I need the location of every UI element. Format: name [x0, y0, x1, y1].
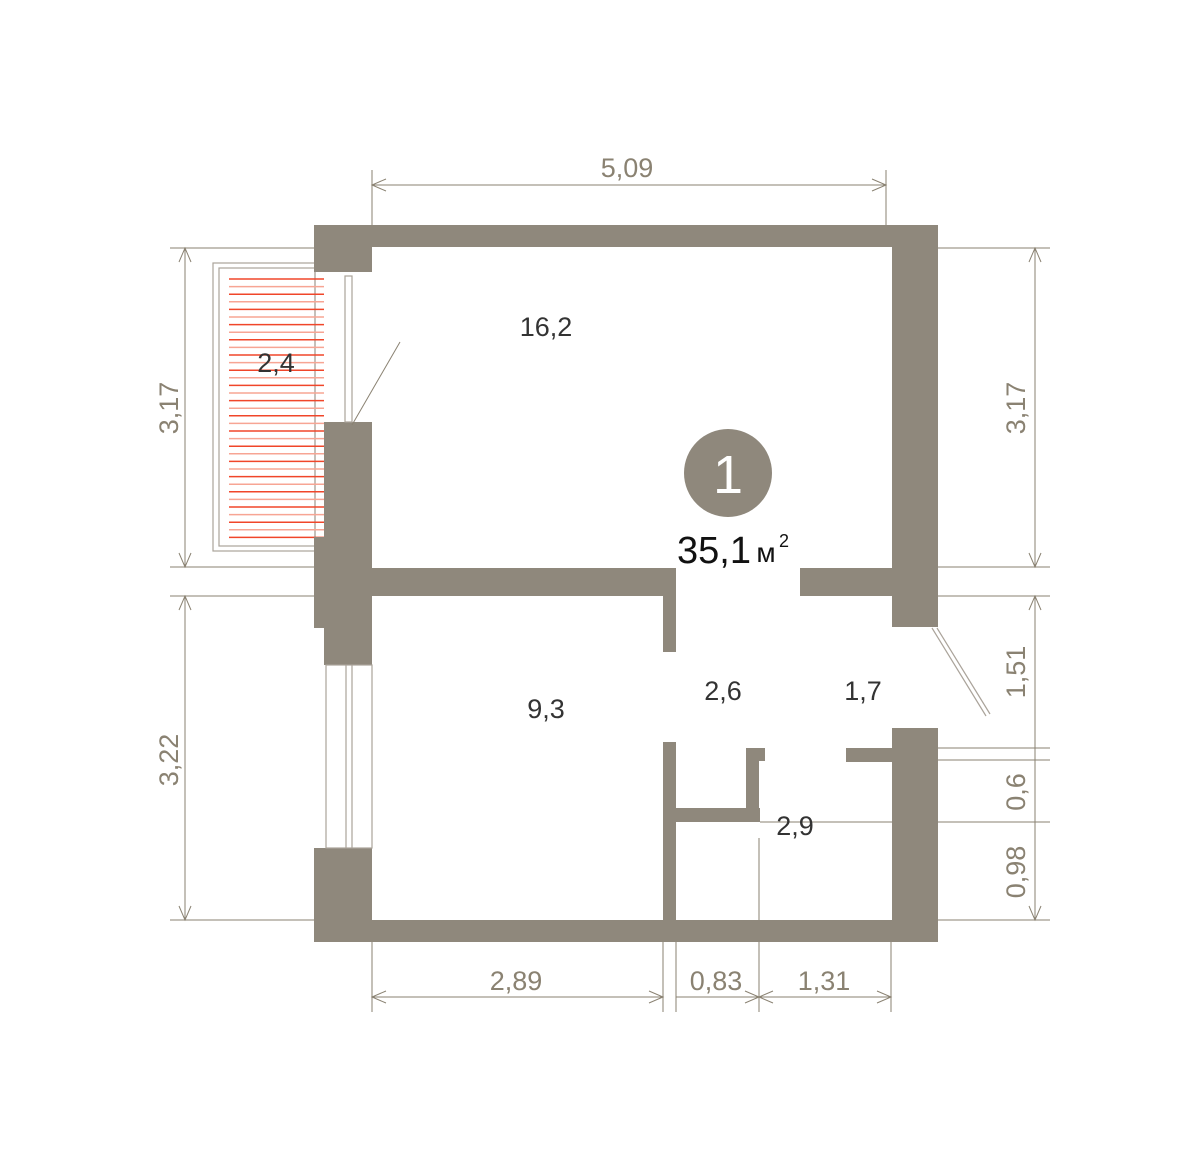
- dim-bottom-3: 1,31: [798, 966, 851, 996]
- area-unit: м: [756, 537, 775, 568]
- balcony-door: [351, 341, 401, 426]
- balcony-hatching: [229, 278, 324, 539]
- room-labels: 16,2 2,4 9,3 2,6 1,7 2,9: [257, 312, 882, 841]
- entrance-door: [931, 627, 987, 717]
- openings: [325, 275, 991, 920]
- dim-left-lower: 3,22: [154, 734, 184, 787]
- total-area: 35,1: [677, 530, 751, 572]
- apartment-number-circle: [684, 429, 772, 517]
- dim-bottom-1: 2,89: [490, 966, 543, 996]
- dim-right-upper: 3,17: [1001, 382, 1031, 435]
- dim-left-upper: 3,17: [154, 382, 184, 435]
- room-area-corridor: 2,6: [704, 676, 742, 706]
- dimension-lines: [170, 170, 1050, 1012]
- window-living: [344, 275, 353, 423]
- area-unit-sup: 2: [779, 531, 789, 551]
- room-area-bedroom: 9,3: [527, 694, 565, 724]
- apartment-badge: 1 35,1 м 2: [677, 429, 789, 572]
- room-area-hallway: 1,7: [844, 676, 882, 706]
- dim-top: 5,09: [601, 153, 654, 183]
- dim-right-3: 0,98: [1001, 846, 1031, 899]
- walls: [314, 225, 938, 942]
- room-area-living: 16,2: [520, 312, 573, 342]
- room-area-bathroom: 2,9: [776, 811, 814, 841]
- dimension-labels: 5,09 3,17 3,22 3,17 1,51 0,6 0,98 2,89 0…: [154, 153, 1031, 996]
- window-bedroom: [325, 664, 373, 849]
- dim-bottom-2: 0,83: [690, 966, 743, 996]
- dim-right-2: 0,6: [1001, 773, 1031, 811]
- room-area-balcony: 2,4: [257, 348, 295, 378]
- apartment-number: 1: [713, 445, 743, 505]
- dim-right-1: 1,51: [1001, 646, 1031, 699]
- balcony: [212, 262, 324, 552]
